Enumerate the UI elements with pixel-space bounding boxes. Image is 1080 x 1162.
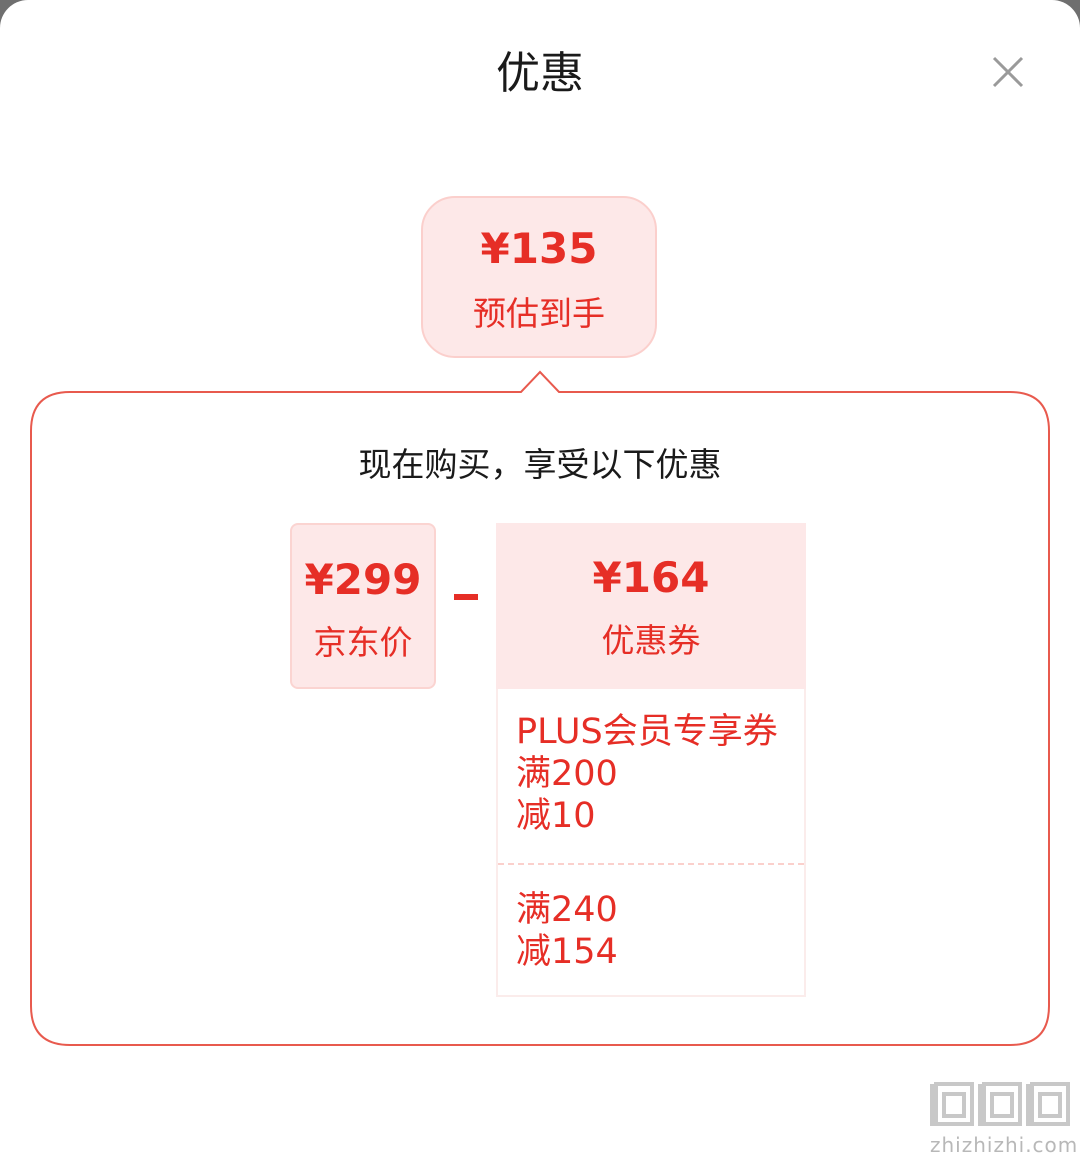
estimated-price-card: ¥135 预估到手 xyxy=(421,196,657,358)
close-button[interactable] xyxy=(986,52,1030,96)
coupon-item-1-discount: 减10 xyxy=(516,796,596,836)
coupon-total-amount: ¥164 xyxy=(592,553,710,602)
coupon-item-2-threshold: 满240 xyxy=(516,890,618,930)
coupon-item-1-name: PLUS会员专享券 xyxy=(516,712,778,752)
jd-price-amount: ¥299 xyxy=(304,555,422,604)
dialog-title: 优惠 xyxy=(496,48,584,99)
estimated-price: ¥135 xyxy=(480,224,598,273)
watermark-logo xyxy=(930,1082,1070,1126)
coupon-total-label: 优惠券 xyxy=(601,621,701,660)
coupon-detail-list: PLUS会员专享券 满200 减10 满240 减154 xyxy=(496,689,806,997)
watermark-url: zhizhizhi.com xyxy=(930,1133,1079,1157)
jd-price-label: 京东价 xyxy=(313,623,413,662)
discount-panel-heading: 现在购买，享受以下优惠 xyxy=(358,445,722,484)
coupon-item-1-threshold: 满200 xyxy=(516,754,618,794)
close-icon xyxy=(992,56,1024,88)
jd-price-box: ¥299 京东价 xyxy=(290,523,436,689)
estimated-price-label: 预估到手 xyxy=(473,294,605,333)
coupon-total-box: ¥164 优惠券 xyxy=(496,523,806,689)
coupon-divider xyxy=(498,863,804,865)
coupon-item-2-discount: 减154 xyxy=(516,932,618,972)
minus-sign xyxy=(454,594,478,600)
